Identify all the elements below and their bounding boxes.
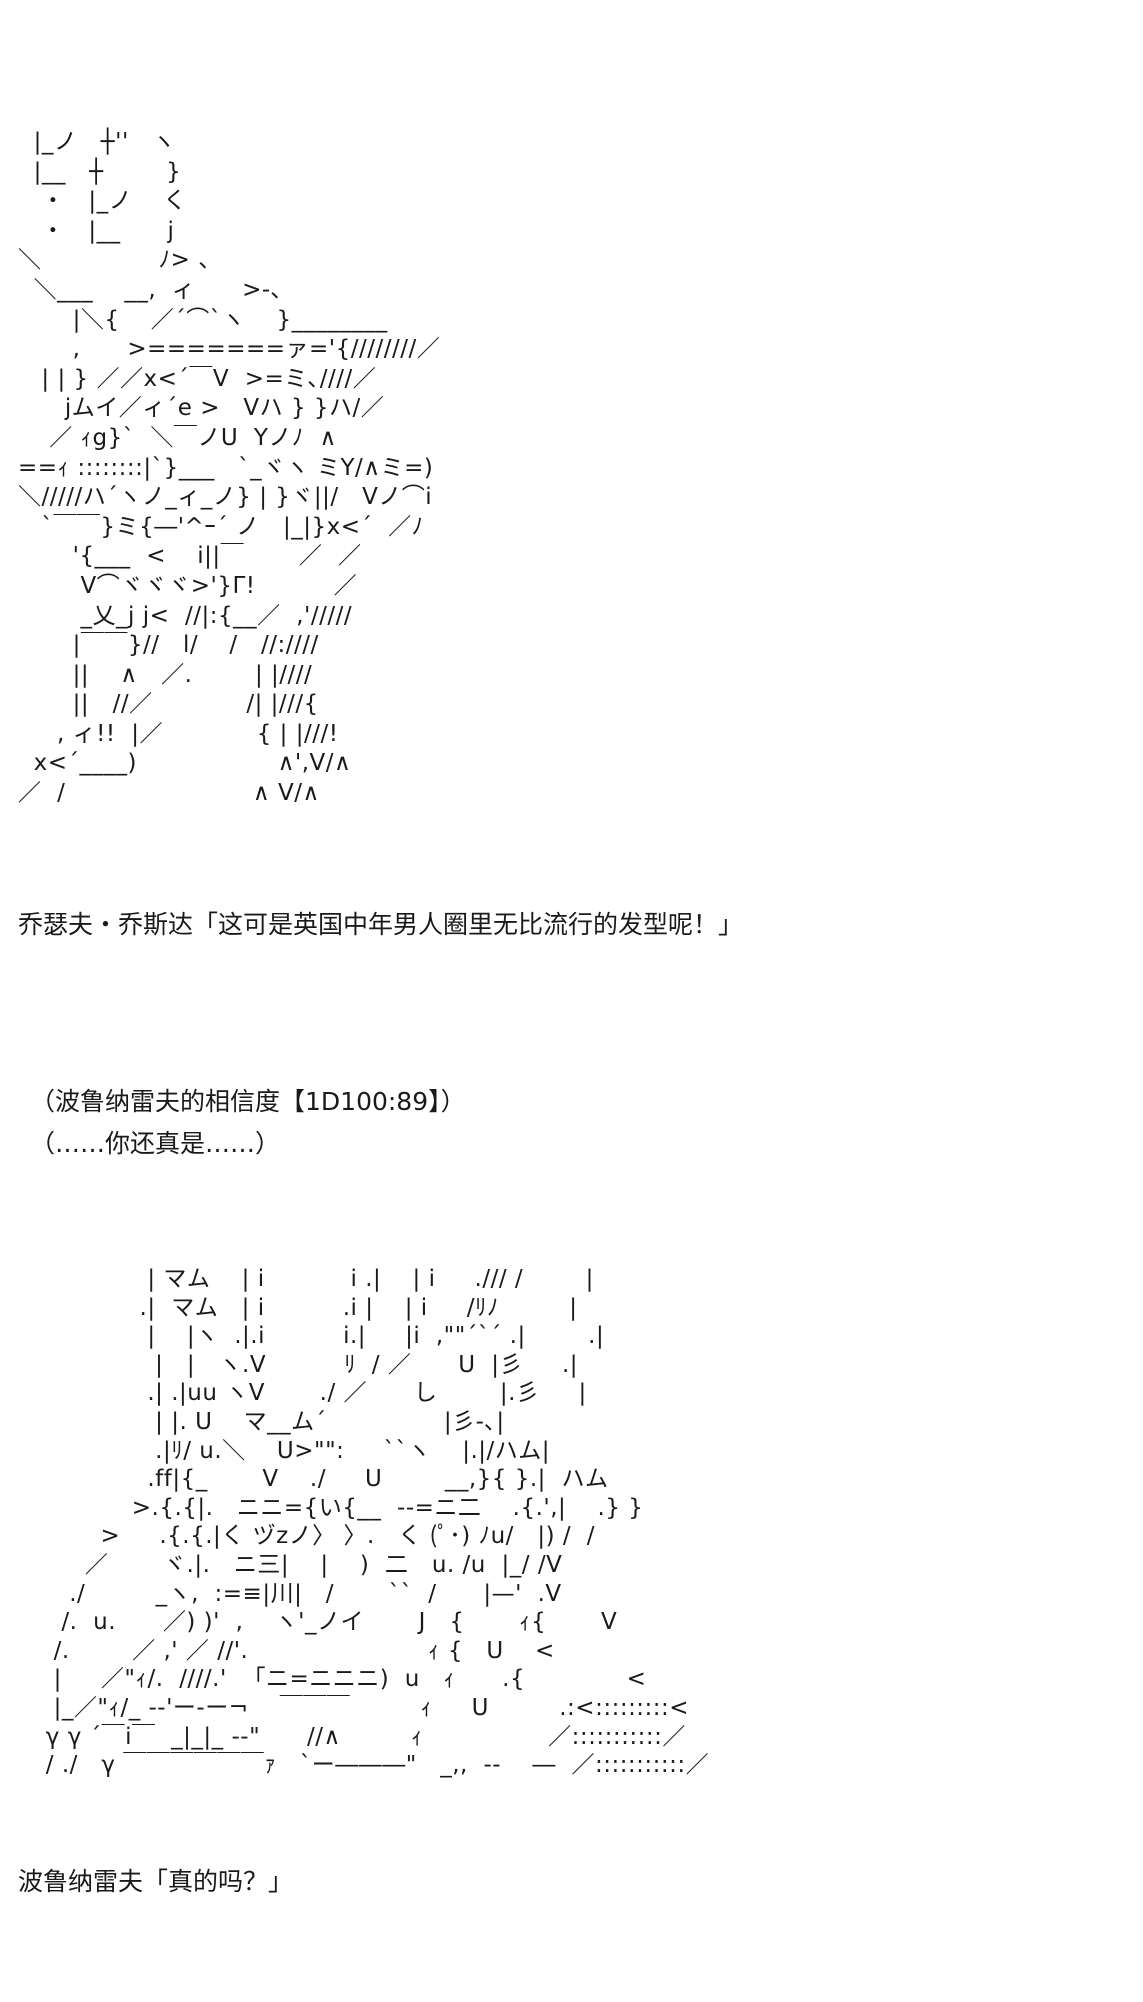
narration-trust-roll: （波鲁纳雷夫的相信度【1D100:89】）	[30, 1087, 466, 1116]
ascii-art-joseph: |_ノ ┼'' ヽ |__ ┼ } ・ |_ノ く ・ |__ j ＼ ﾉ> 、…	[18, 129, 441, 807]
dialogue-polnareff: 波鲁纳雷夫「真的吗？」	[18, 1867, 294, 1896]
dialogue-joseph: 乔瑟夫・乔斯达「这可是英国中年男人圈里无比流行的发型呢！」	[18, 910, 744, 939]
narration-aside: （……你还真是……）	[30, 1129, 281, 1158]
ascii-art-polnareff: | マム | i i .| | i ./// / | .| マム | i .i …	[45, 1266, 710, 1779]
